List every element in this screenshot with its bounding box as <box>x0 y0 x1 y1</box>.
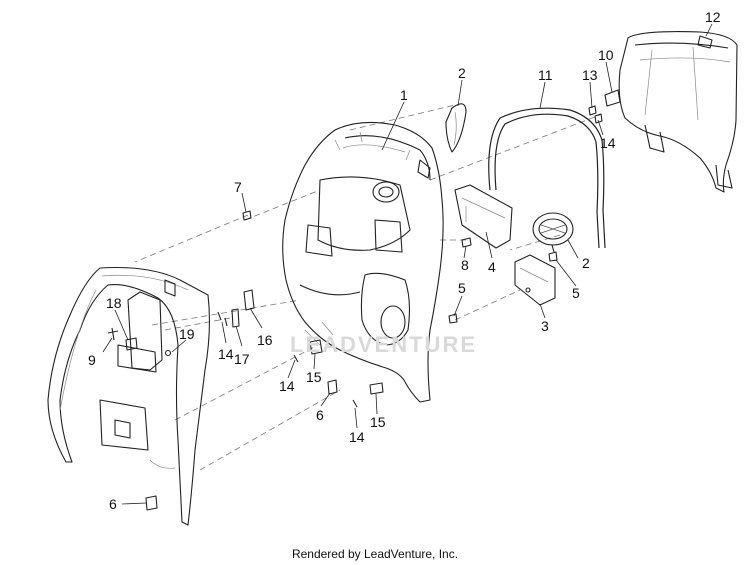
callout-12: 12 <box>705 9 721 25</box>
callout-5-left: 5 <box>458 280 466 296</box>
callout-leader-lines <box>102 23 713 505</box>
callout-15-right: 15 <box>370 414 386 430</box>
screw-5-right <box>548 251 558 262</box>
screws-14-left <box>217 311 228 327</box>
nut-15-a <box>309 339 323 355</box>
clip-7 <box>242 210 252 221</box>
callout-14-bottom: 14 <box>349 429 365 445</box>
nut-6-b <box>145 495 158 511</box>
callout-6-middle: 6 <box>316 407 324 423</box>
callout-14-middle: 14 <box>279 378 295 394</box>
footer-credit: Rendered by LeadVenture, Inc. <box>292 547 458 561</box>
callout-8: 8 <box>461 257 469 273</box>
callout-18: 18 <box>106 295 122 311</box>
part-3-small-lid <box>514 254 556 306</box>
assembly-guide-lines <box>134 104 601 471</box>
screw-14-mid <box>293 354 299 363</box>
rivet-19 <box>164 349 172 357</box>
callout-19: 19 <box>179 326 195 342</box>
callout-14-left: 14 <box>218 346 234 362</box>
callout-4: 4 <box>488 259 496 275</box>
clip-10 <box>604 89 621 107</box>
callout-7: 7 <box>234 179 242 195</box>
callout-10: 10 <box>598 47 614 63</box>
callout-13: 13 <box>582 67 598 83</box>
screw-8 <box>461 237 472 248</box>
screw-14-bottom <box>352 399 358 408</box>
hardware-clips-screws <box>107 89 621 511</box>
callout-5-right: 5 <box>572 285 580 301</box>
callout-3: 3 <box>541 318 549 334</box>
screw-14-top <box>594 113 603 124</box>
part-12-rear-cover <box>618 31 738 193</box>
watermark-text: LEADVENTURE <box>290 332 477 357</box>
callout-11: 11 <box>538 67 553 83</box>
callout-14-top: 14 <box>600 135 616 151</box>
screw-5-left <box>448 313 458 324</box>
bracket-18 <box>125 337 138 351</box>
nut-6-a <box>327 379 338 395</box>
callout-9: 9 <box>88 352 96 368</box>
nut-15-b <box>369 382 384 395</box>
part-4-cover-panel <box>454 184 513 249</box>
front-frame <box>47 266 210 526</box>
part-11-seal-strip <box>488 107 606 249</box>
callout-2-top: 2 <box>458 65 466 81</box>
clip-16 <box>243 289 255 311</box>
clip-17 <box>231 308 240 328</box>
part-1-inner-fairing <box>282 121 444 403</box>
callout-numbers: 1 2 2 3 4 5 5 6 6 7 8 9 10 11 12 13 14 1… <box>88 9 721 512</box>
callout-6-bottom: 6 <box>109 496 117 512</box>
callout-15-left: 15 <box>306 369 322 385</box>
callout-16: 16 <box>257 332 273 348</box>
callout-2-right: 2 <box>582 255 590 271</box>
callout-1: 1 <box>400 87 408 103</box>
callout-17: 17 <box>234 351 250 367</box>
part-2-round-cap <box>532 212 574 253</box>
part-2-lens-top <box>445 103 467 153</box>
screw-13 <box>588 105 597 116</box>
bolt-9 <box>107 327 119 341</box>
